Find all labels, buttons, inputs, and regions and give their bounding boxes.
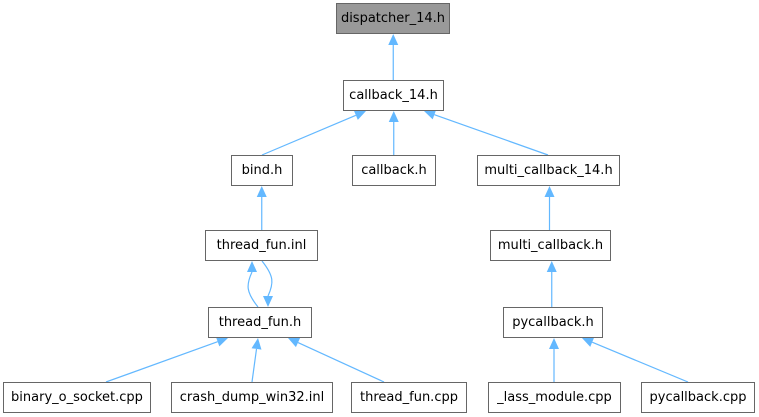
node-callback-14-h[interactable]: callback_14.h (343, 80, 444, 111)
edge-multi-callback-14-to-callback-14-arrowhead (424, 109, 437, 120)
edge-thread-fun-cpp-to-thread-fun-h (297, 342, 385, 383)
edge-multi-callback-14-to-callback-14 (434, 114, 549, 156)
edge-pycallback-cpp-to-pycallback-h-arrowhead (582, 337, 595, 347)
edge-lass-module-to-pycallback-h-arrowhead (549, 338, 559, 349)
node-multi-callback-14-h[interactable]: multi_callback_14.h (477, 155, 620, 186)
edge-thread-fun-inl-to-thread-fun-h (261, 260, 273, 297)
node-bind-h[interactable]: bind.h (231, 155, 293, 186)
node-lass-module-cpp[interactable]: _lass_module.cpp (488, 382, 621, 413)
node-thread-fun-cpp[interactable]: thread_fun.cpp (351, 382, 467, 413)
edge-callback-14-to-dispatcher-14-arrowhead (388, 34, 399, 45)
edge-multi-callback-to-multi-callback-14-arrowhead (544, 186, 555, 197)
node-pycallback-cpp[interactable]: pycallback.cpp (641, 382, 755, 413)
node-thread-fun-h[interactable]: thread_fun.h (208, 307, 312, 338)
node-dispatcher-14-h[interactable]: dispatcher_14.h (336, 3, 450, 34)
edge-binary-o-socket-to-thread-fun-h (105, 341, 218, 383)
edge-binary-o-socket-to-thread-fun-h-arrowhead (215, 337, 228, 347)
edge-thread-fun-inl-to-bind-arrowhead (256, 186, 267, 197)
edge-thread-fun-h-to-thread-fun-inl-arrowhead (247, 261, 257, 272)
node-pycallback-h[interactable]: pycallback.h (503, 307, 603, 338)
node-callback-h[interactable]: callback.h (352, 155, 436, 186)
node-multi-callback-h[interactable]: multi_callback.h (490, 230, 611, 261)
edge-thread-fun-inl-to-thread-fun-h-arrowhead (263, 296, 273, 307)
node-binary-o-socket-cpp[interactable]: binary_o_socket.cpp (3, 382, 151, 413)
node-thread-fun-inl[interactable]: thread_fun.inl (205, 230, 318, 261)
edge-pycallback-cpp-to-pycallback-h (591, 341, 689, 383)
edge-crash-dump-win32-to-thread-fun-h (251, 348, 258, 383)
edge-bind-to-callback-14 (261, 114, 357, 156)
edge-callback-to-callback-14-arrowhead (388, 111, 399, 122)
edge-crash-dump-win32-to-thread-fun-h-arrowhead (251, 338, 262, 350)
edge-bind-to-callback-14-arrowhead (353, 110, 366, 120)
edge-pycallback-h-to-multi-callback-arrowhead (546, 261, 557, 272)
edge-thread-fun-cpp-to-thread-fun-h-arrowhead (288, 338, 301, 348)
node-crash-dump-win32-inl[interactable]: crash_dump_win32.inl (171, 382, 333, 413)
edge-thread-fun-h-to-thread-fun-inl (247, 271, 259, 308)
